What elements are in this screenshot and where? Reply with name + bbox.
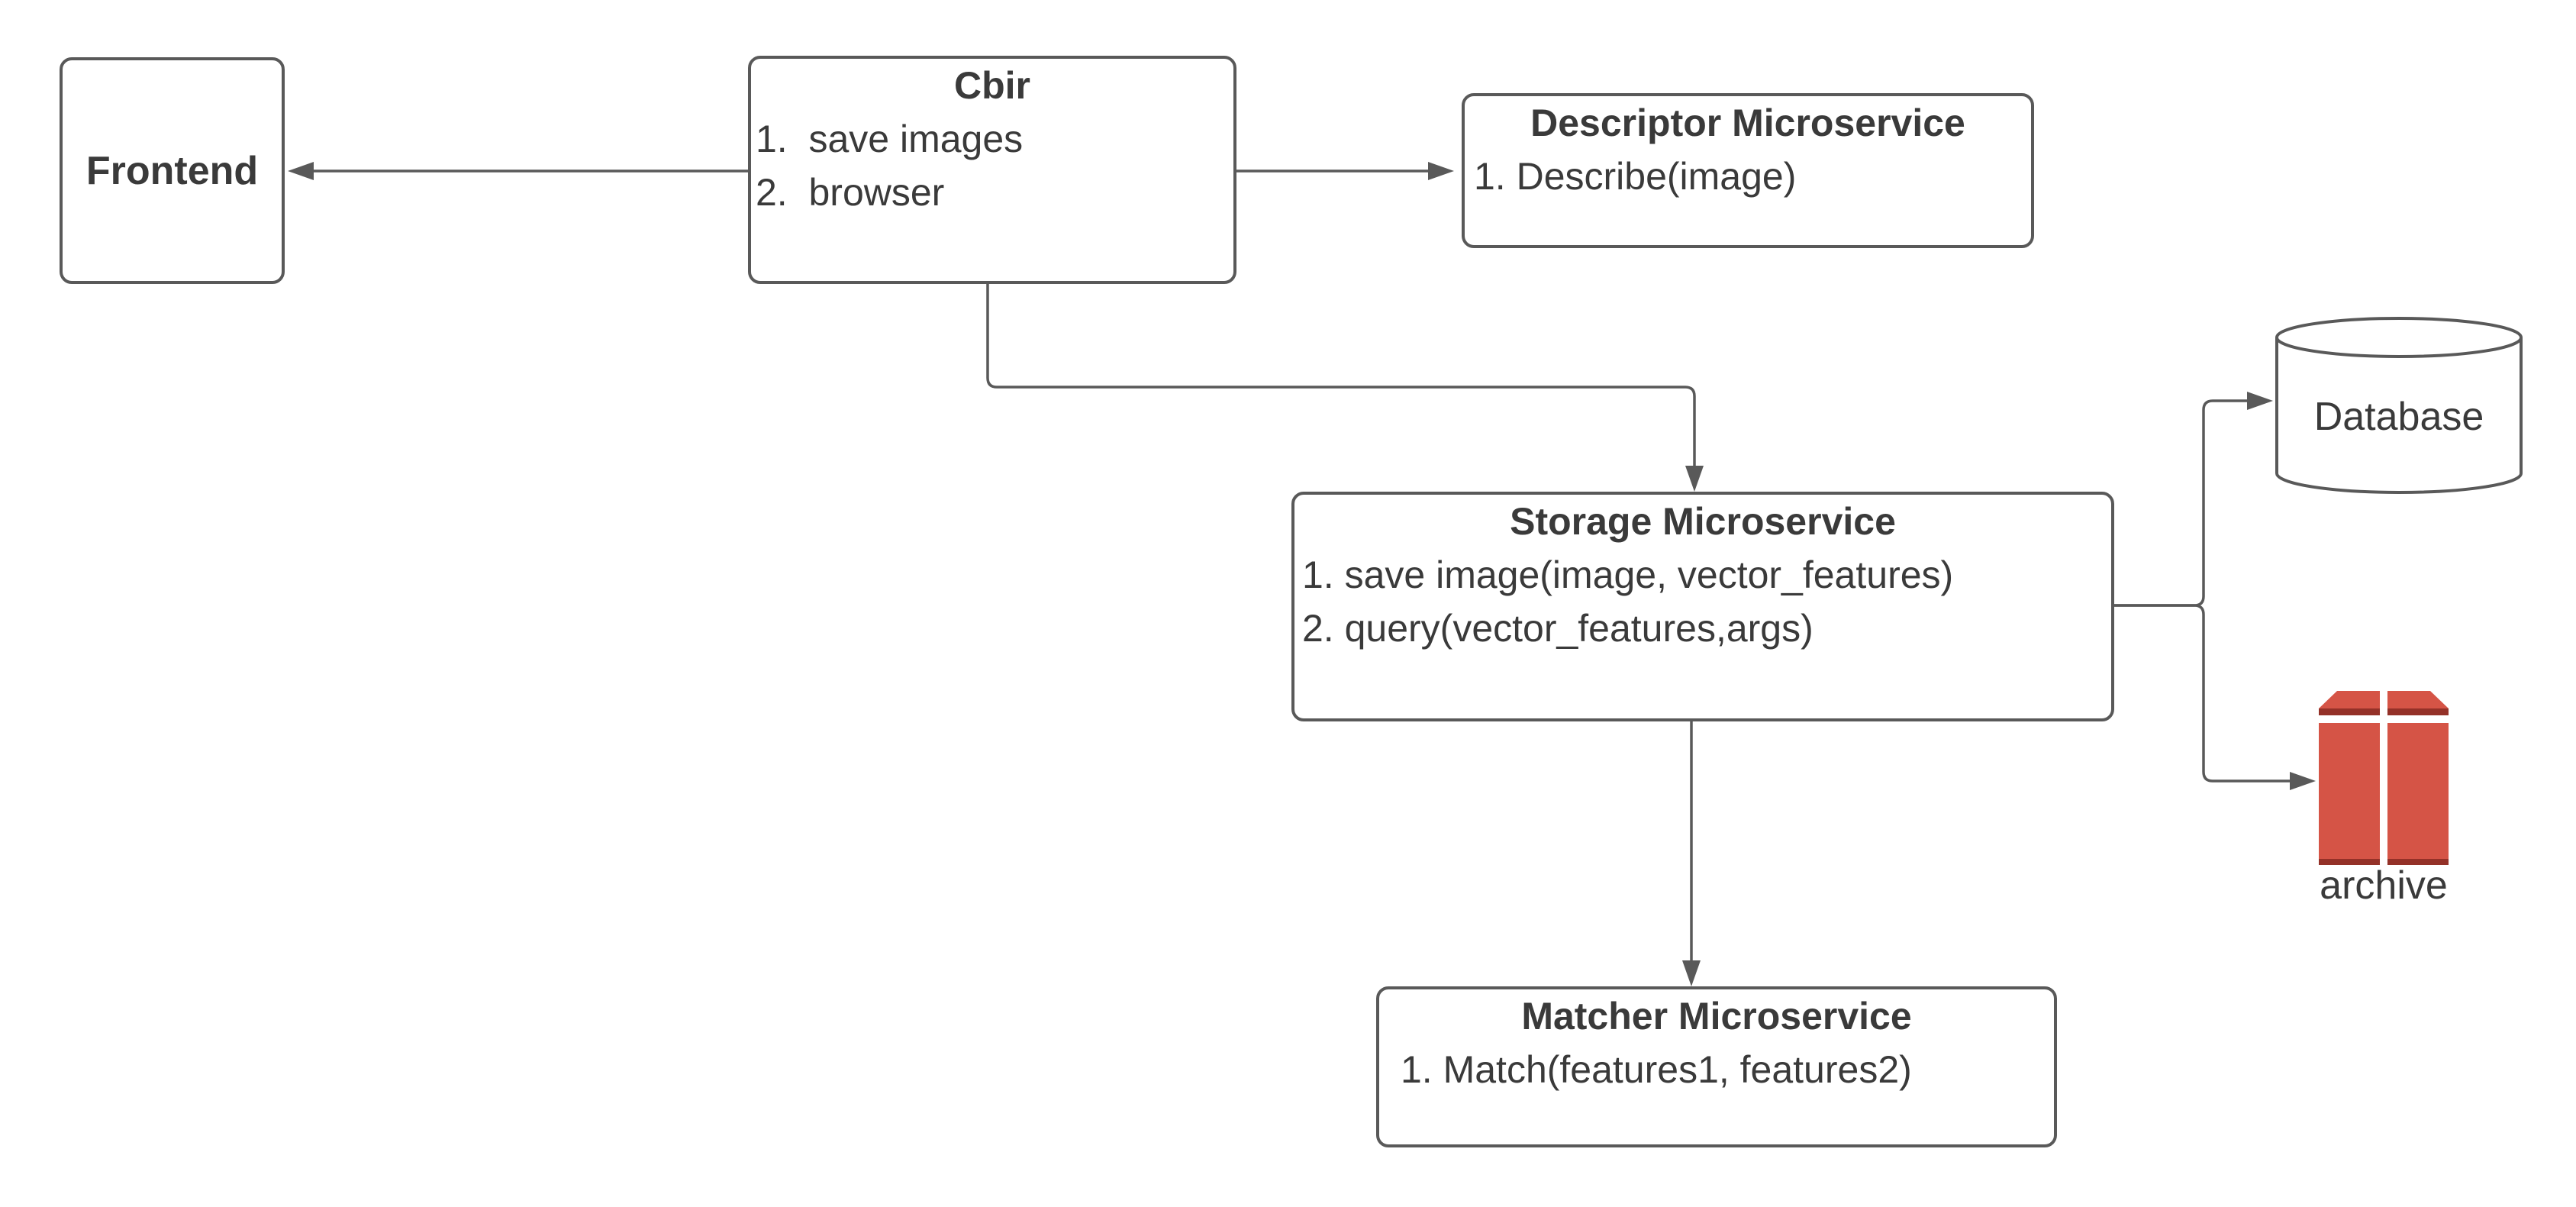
storage-item-1: 1. save image(image, vector_features)	[1302, 553, 1954, 596]
archive-icon	[2319, 691, 2449, 865]
database-label: Database	[2313, 395, 2484, 439]
cbir-title: Cbir	[954, 64, 1030, 107]
node-storage-microservice: Storage Microservice 1. save image(image…	[1291, 492, 2114, 721]
node-cbir: Cbir 1. save images 2. browser	[748, 56, 1236, 284]
descriptor-item-1: 1. Describe(image)	[1474, 155, 1797, 198]
descriptor-title: Descriptor Microservice	[1530, 102, 1965, 144]
node-frontend: Frontend	[60, 57, 285, 284]
connector-cbir-to-storage	[986, 284, 1704, 492]
cbir-item-1: 1. save images	[756, 118, 1024, 160]
connector-storage-to-database	[2114, 392, 2273, 607]
connector-storage-to-archive	[2114, 604, 2316, 790]
storage-title: Storage Microservice	[1510, 500, 1896, 543]
matcher-title: Matcher Microservice	[1521, 995, 1912, 1038]
storage-item-2: 2. query(vector_features,args)	[1302, 607, 1814, 650]
archive-label: archive	[2320, 863, 2448, 908]
frontend-label: Frontend	[85, 148, 259, 193]
cbir-item-2: 2. browser	[756, 171, 945, 214]
node-descriptor-microservice: Descriptor Microservice 1. Describe(imag…	[1462, 93, 2034, 248]
database-cylinder-icon	[2275, 317, 2523, 494]
matcher-item-1: 1. Match(features1, features2)	[1401, 1048, 1912, 1091]
node-matcher-microservice: Matcher Microservice 1. Match(features1,…	[1376, 986, 2057, 1147]
